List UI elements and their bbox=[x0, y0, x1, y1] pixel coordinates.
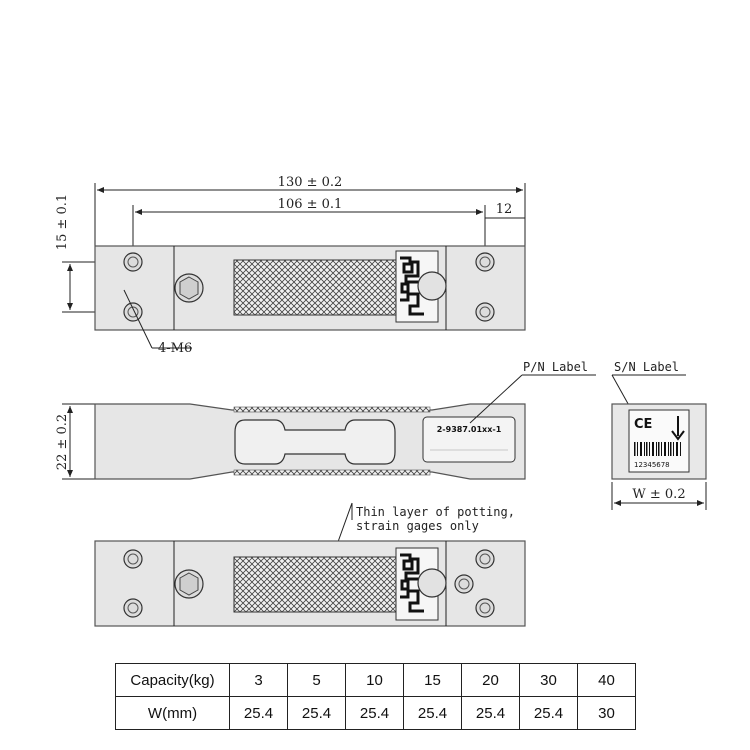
capacity-cell: 15 bbox=[403, 663, 462, 697]
width-header: W(mm) bbox=[115, 696, 230, 730]
width-cell: 25.4 bbox=[461, 696, 520, 730]
width-cell: 25.4 bbox=[519, 696, 578, 730]
mounting-hole bbox=[475, 549, 495, 569]
circuit-board bbox=[395, 250, 447, 323]
width-cell: 25.4 bbox=[229, 696, 288, 730]
thread-label: 4-M6 bbox=[158, 341, 192, 356]
barcode-icon bbox=[634, 442, 681, 456]
strain-gauge-area bbox=[233, 259, 397, 316]
hex-bolt bbox=[174, 273, 204, 303]
mounting-hole bbox=[475, 598, 495, 618]
arrow-down-icon bbox=[671, 416, 685, 441]
potting-note-line1: Thin layer of potting, bbox=[356, 505, 515, 519]
top-view: 130 ± 0.2 106 ± 0.1 12 15 ± 0.1 bbox=[55, 175, 526, 356]
mounting-hole bbox=[123, 252, 143, 272]
capacity-cell: 40 bbox=[577, 663, 636, 697]
pn-label-title: P/N Label bbox=[523, 360, 588, 374]
height-label: 22 ± 0.2 bbox=[55, 414, 70, 470]
ce-mark: CE bbox=[634, 417, 652, 432]
width-cell: 25.4 bbox=[345, 696, 404, 730]
pn-value: 2-9387.01xx-1 bbox=[437, 425, 502, 434]
width-cell: 30 bbox=[577, 696, 636, 730]
table-row-width: W(mm) 25.4 25.4 25.4 25.4 25.4 25.4 30 bbox=[115, 696, 636, 730]
sn-label-title: S/N Label bbox=[614, 360, 679, 374]
side-view: 22 ± 0.2 2-9387.01xx-1 P/N Label bbox=[55, 360, 596, 480]
end-offset-label: 12 bbox=[496, 202, 513, 217]
sn-value: 12345678 bbox=[634, 461, 670, 469]
capacity-cell: 30 bbox=[519, 663, 578, 697]
spec-table: Capacity(kg) 3 5 10 15 20 30 40 W(mm) 25… bbox=[115, 663, 636, 730]
potting-note-line2: strain gages only bbox=[356, 519, 479, 533]
capacity-header: Capacity(kg) bbox=[115, 663, 230, 697]
bottom-view: Thin layer of potting, strain gages only bbox=[94, 502, 526, 627]
table-row-capacity: Capacity(kg) 3 5 10 15 20 30 40 bbox=[115, 663, 636, 697]
width-cell: 25.4 bbox=[287, 696, 346, 730]
strain-gauge-area bbox=[233, 556, 397, 613]
capacity-cell: 3 bbox=[229, 663, 288, 697]
width-label: W ± 0.2 bbox=[632, 487, 685, 502]
mounting-hole bbox=[475, 302, 495, 322]
hole-spacing-label: 106 ± 0.1 bbox=[278, 197, 343, 212]
hex-bolt bbox=[174, 569, 204, 599]
mounting-hole bbox=[475, 252, 495, 272]
pn-label-plate: 2-9387.01xx-1 bbox=[422, 416, 516, 463]
circuit-board bbox=[395, 547, 447, 621]
capacity-cell: 10 bbox=[345, 663, 404, 697]
capacity-cell: 5 bbox=[287, 663, 346, 697]
mounting-hole bbox=[123, 598, 143, 618]
vertical-spacing-label: 15 ± 0.1 bbox=[55, 194, 70, 250]
dog-bone-cutout bbox=[234, 419, 396, 465]
sn-label-view: S/N Label CE 12345678 bbox=[611, 360, 707, 510]
small-bolt bbox=[454, 574, 474, 594]
width-cell: 25.4 bbox=[403, 696, 462, 730]
capacity-cell: 20 bbox=[461, 663, 520, 697]
mounting-hole bbox=[123, 549, 143, 569]
total-length-label: 130 ± 0.2 bbox=[278, 175, 343, 190]
mounting-hole bbox=[123, 302, 143, 322]
